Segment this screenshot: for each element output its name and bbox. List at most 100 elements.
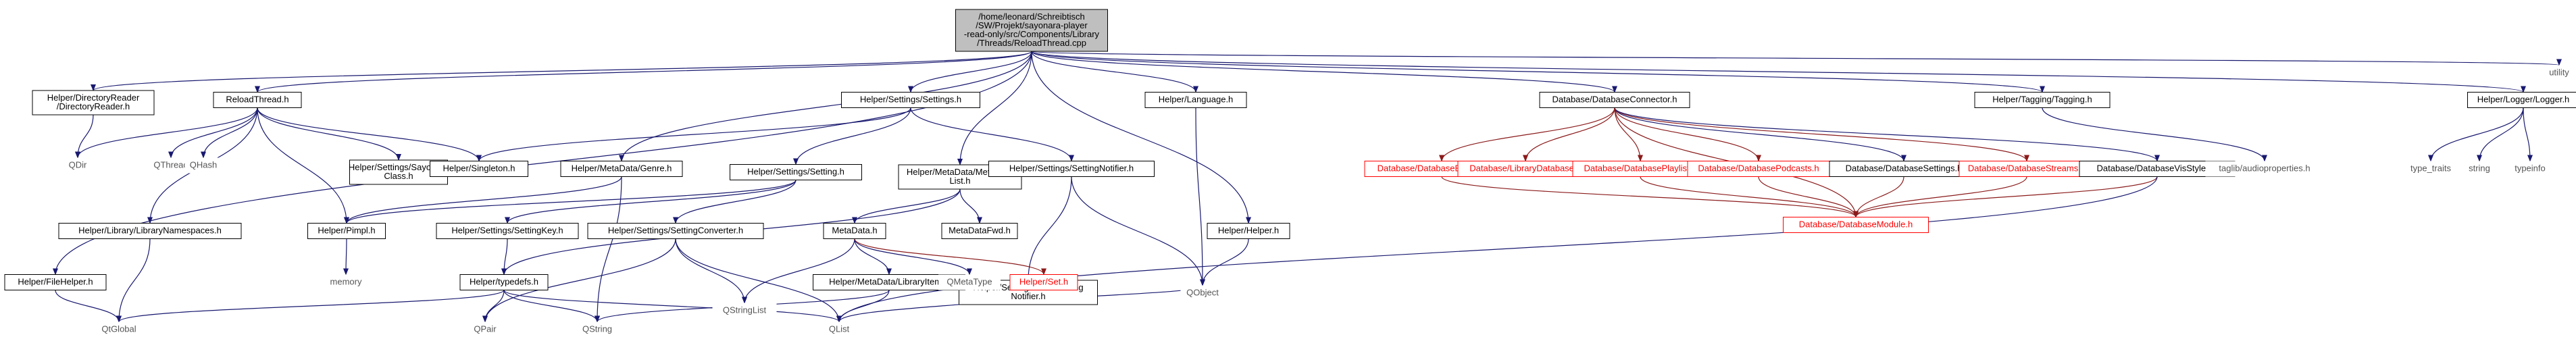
nodes-layer: /home/leonard/Schreibtisch/SW/Projekt/sa… xyxy=(4,9,2576,337)
edge-reloadthread-to-qthread xyxy=(168,107,258,159)
node-dbpodcasts[interactable]: Database/DatabasePodcasts.h xyxy=(1687,161,1830,177)
edge-root-to-settings xyxy=(908,51,1032,93)
node-tagging[interactable]: Helper/Tagging/Tagging.h xyxy=(1974,92,2111,108)
node-helper[interactable]: Helper/Helper.h xyxy=(1207,223,1290,239)
node-set[interactable]: Helper/Set.h xyxy=(1009,274,1078,290)
edge-logger-to-typeinfo xyxy=(2523,107,2533,162)
node-qlist[interactable]: QList xyxy=(822,321,856,337)
node-box-string xyxy=(2460,161,2498,177)
edge-helper-to-qobject xyxy=(1200,238,1249,286)
edges-layer xyxy=(53,51,2560,323)
edge-setting-to-settingconverter xyxy=(673,180,797,224)
node-box-qhash xyxy=(184,157,222,174)
node-typeinfo[interactable]: typeinfo xyxy=(2506,161,2554,177)
node-label-dbvisstyles: Database/DatabaseVisStyles.h xyxy=(2097,163,2218,174)
node-label-genre: Helper/MetaData/Genre.h xyxy=(572,163,672,174)
node-dirreader[interactable]: Helper/DirectoryReader/DirectoryReader.h xyxy=(32,90,155,115)
node-label-dirreader: /DirectoryReader.h xyxy=(57,101,130,111)
edge-genre-to-qstring xyxy=(595,176,622,323)
edge-dbstreams-to-dbmodule xyxy=(1853,176,2027,218)
node-label-typetraits: type_traits xyxy=(2410,163,2451,174)
edge-dbconnector-to-dbstreams xyxy=(1614,107,2029,162)
node-box-qstring xyxy=(574,321,621,337)
node-label-language: Helper/Language.h xyxy=(1159,95,1234,105)
node-label-metadata: MetaData.h xyxy=(832,226,877,236)
node-qpair[interactable]: QPair xyxy=(468,321,502,337)
node-box-set xyxy=(1009,274,1078,290)
node-qstring[interactable]: QString xyxy=(574,321,621,337)
node-metadatafwd[interactable]: MetaDataFwd.h xyxy=(941,223,1018,239)
node-box-genre xyxy=(560,161,683,177)
node-qthread[interactable]: QThread xyxy=(149,157,193,174)
node-string[interactable]: string xyxy=(2460,161,2498,177)
node-pimpl[interactable]: Helper/Pimpl.h xyxy=(307,223,386,239)
node-setting[interactable]: Helper/Settings/Setting.h xyxy=(730,164,862,180)
edge-dbconnector-to-dbvisstyles xyxy=(1614,107,2160,162)
node-box-filehelper xyxy=(4,274,107,290)
edge-dbbookmarks-to-dbmodule xyxy=(1441,176,1859,218)
node-label-root: -read-only/src/Components/Library xyxy=(964,29,1100,39)
edge-root-to-language xyxy=(1031,51,1198,93)
node-root[interactable]: /home/leonard/Schreibtisch/SW/Projekt/sa… xyxy=(955,9,1108,52)
node-language[interactable]: Helper/Language.h xyxy=(1144,92,1247,108)
edge-dbconnector-to-dbplaylist xyxy=(1614,107,1643,162)
edge-settingconverter-to-qlist xyxy=(675,238,842,323)
node-filehelper[interactable]: Helper/FileHelper.h xyxy=(4,274,107,290)
node-label-metadatalist: Helper/MetaData/MetaData xyxy=(907,167,1014,177)
node-qdir[interactable]: QDir xyxy=(64,157,91,174)
node-settings[interactable]: Helper/Settings/Settings.h xyxy=(841,92,980,108)
edge-root-to-tagging xyxy=(1031,51,2045,93)
node-reloadthread[interactable]: ReloadThread.h xyxy=(213,92,302,108)
node-label-singleton: Helper/Singleton.h xyxy=(443,163,515,174)
edge-metadata-to-libraryitem xyxy=(854,238,892,276)
node-settingconverter[interactable]: Helper/Settings/SettingConverter.h xyxy=(587,223,764,239)
node-label-libraryitem: Helper/MetaData/LibraryItem.h xyxy=(829,277,949,287)
node-genre[interactable]: Helper/MetaData/Genre.h xyxy=(560,161,683,177)
node-taglibprops[interactable]: taglib/audioproperties.h xyxy=(2205,161,2324,177)
node-metadata[interactable]: MetaData.h xyxy=(823,223,886,239)
node-dbstreams[interactable]: Database/DatabaseStreams.h xyxy=(1959,161,2095,177)
node-typedefs[interactable]: Helper/typedefs.h xyxy=(459,274,549,290)
node-libraryitem[interactable]: Helper/MetaData/LibraryItem.h xyxy=(813,274,965,290)
node-label-dbplaylist: Database/DatabasePlaylist.h xyxy=(1584,163,1697,174)
node-label-settings: Helper/Settings/Settings.h xyxy=(860,95,961,105)
node-label-qlist: QList xyxy=(829,324,850,334)
node-dbconnector[interactable]: Database/DatabaseConnector.h xyxy=(1539,92,1690,108)
node-qobject[interactable]: QObject xyxy=(1180,285,1225,301)
edge-filehelper-to-qtglobal xyxy=(55,290,122,323)
node-label-filehelper: Helper/FileHelper.h xyxy=(18,277,93,287)
node-settingnotifier[interactable]: Helper/Settings/SettingNotifier.h xyxy=(988,161,1155,177)
edge-metadata-to-set xyxy=(854,238,1046,276)
node-librarynamespaces[interactable]: Helper/Library/LibraryNamespaces.h xyxy=(58,223,242,239)
edge-reloadthread-to-singleton xyxy=(257,107,482,162)
node-box-dbconnector xyxy=(1539,92,1690,108)
node-singleton[interactable]: Helper/Singleton.h xyxy=(430,161,528,177)
edge-tagging-to-taglibprops xyxy=(2042,107,2267,162)
node-memory[interactable]: memory xyxy=(326,274,366,290)
node-dbplaylist[interactable]: Database/DatabasePlaylist.h xyxy=(1572,161,1709,177)
node-box-dirreader xyxy=(32,90,155,115)
node-qtglobal[interactable]: QtGlobal xyxy=(95,321,143,337)
edge-reloadthread-to-qhash xyxy=(201,107,258,159)
node-typetraits[interactable]: type_traits xyxy=(2400,161,2461,177)
node-dbsettings[interactable]: Database/DatabaseSettings.h xyxy=(1829,161,1979,177)
node-settingkey[interactable]: Helper/Settings/SettingKey.h xyxy=(436,223,579,239)
node-label-qdir: QDir xyxy=(69,160,87,170)
edge-root-to-logger xyxy=(1031,51,2526,93)
node-box-qpair xyxy=(468,321,502,337)
node-utility[interactable]: utility xyxy=(2543,65,2575,81)
node-label-qobject: QObject xyxy=(1186,288,1219,298)
node-label-typedefs: Helper/typedefs.h xyxy=(470,277,538,287)
node-box-metadatafwd xyxy=(941,223,1018,239)
node-qhash[interactable]: QHash xyxy=(184,157,222,174)
node-dbmodule[interactable]: Database/DatabaseModule.h xyxy=(1783,217,1929,233)
edge-dirreader-to-qdir xyxy=(75,114,94,159)
edge-pimpl-to-memory xyxy=(343,238,349,276)
node-box-setting xyxy=(730,164,862,180)
edge-root-to-utility xyxy=(1031,51,2560,66)
node-label-tagging: Helper/Tagging/Tagging.h xyxy=(1992,95,2092,105)
node-qstringlist[interactable]: QStringList xyxy=(712,303,777,319)
node-qmetatype[interactable]: QMetaType xyxy=(938,274,1001,290)
node-librarydb[interactable]: Database/LibraryDatabase.h xyxy=(1457,161,1594,177)
node-logger[interactable]: Helper/Logger/Logger.h xyxy=(2467,92,2576,108)
